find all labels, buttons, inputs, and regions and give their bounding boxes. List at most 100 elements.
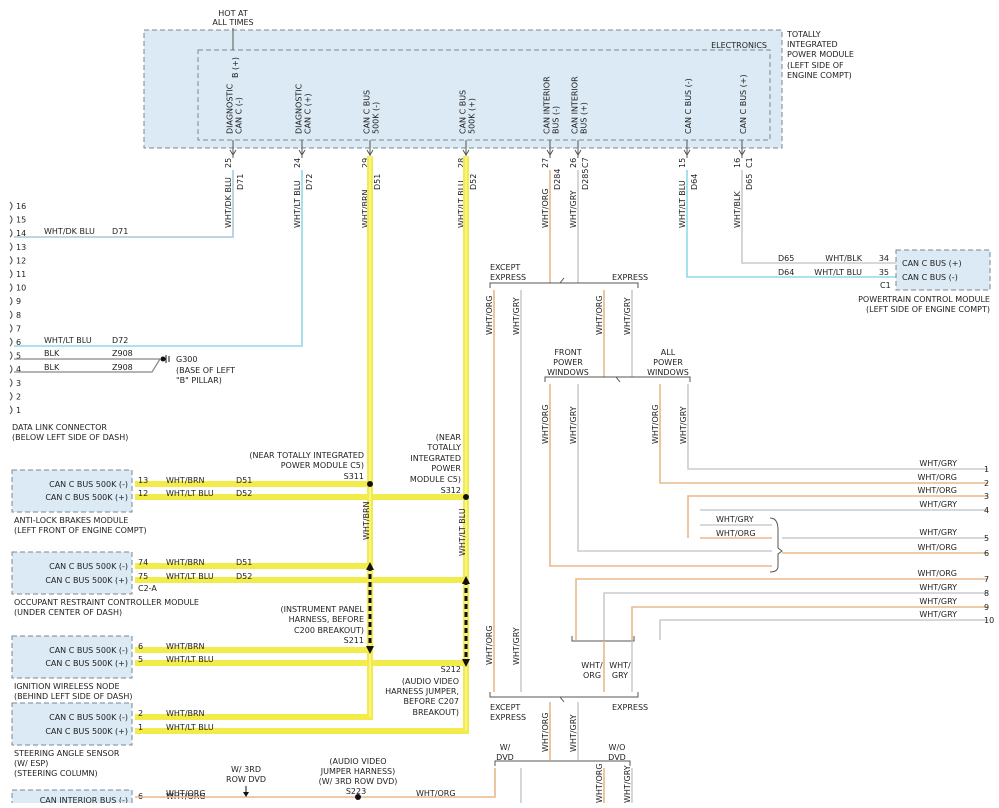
tipm-wire-color: WHT/GRY xyxy=(569,190,578,228)
top-express-1: EXPRESS xyxy=(490,273,526,282)
top-express-2: EXPRESS xyxy=(612,273,648,282)
wire-ref-7 xyxy=(575,578,988,640)
module-wire-color: WHT/BRN xyxy=(166,709,205,718)
ground-dot xyxy=(160,356,166,362)
module-wire-color: WHT/LT BLU xyxy=(166,723,214,732)
pcm-label-plus: CAN C BUS (+) xyxy=(902,259,962,268)
pcm-title-2: (LEFT SIDE OF ENGINE COMPT) xyxy=(866,305,990,314)
s212-l1: S212 xyxy=(441,665,461,674)
tipm-pin-arrow xyxy=(462,149,470,156)
wire-ref-3 xyxy=(687,495,988,538)
lbl-l2: WHT/GRY xyxy=(512,627,521,665)
dlc-pin-socket xyxy=(9,242,13,252)
electronics-box xyxy=(197,49,771,141)
s311-l2: POWER MODULE C5) xyxy=(281,461,364,470)
module-pin-number: 5 xyxy=(138,655,143,664)
mid-branch-bracket xyxy=(544,376,691,382)
tipm-pin-arrow xyxy=(546,149,554,156)
pcm-pin-35: 35 xyxy=(879,268,889,277)
s223-l2: JUMPER HARNESS) xyxy=(320,767,395,776)
bottom-branch-tick xyxy=(559,696,565,703)
tipm-wire-color: WHT/BLK xyxy=(733,191,742,228)
tipm-pin-label: CAN C (-) xyxy=(235,97,244,134)
dlc-pin-number: 10 xyxy=(16,284,26,293)
lbl-v4: WHT/GRY xyxy=(623,297,632,335)
tipm-pin-number: 24 xyxy=(293,158,302,168)
s312-l5: MODULE C5) xyxy=(410,475,461,484)
mid-windows-2: WINDOWS xyxy=(647,368,689,377)
tipm-title-1: TOTALLY xyxy=(786,30,821,39)
lbl-m4: WHT/GRY xyxy=(679,406,688,444)
tipm-wire-circuit: D72 xyxy=(305,174,314,190)
module-pin-number: 12 xyxy=(138,489,148,498)
tipm-title-2: INTEGRATED xyxy=(787,40,838,49)
short-4: GRY xyxy=(612,671,628,680)
tipm-pin-label: CAN C BUS xyxy=(363,90,372,134)
s211-l3: C200 BREAKOUT) xyxy=(294,626,364,635)
tipm-pin-label: CAN C BUS xyxy=(459,90,468,134)
ref-number: 10 xyxy=(984,616,994,625)
module-wire-color: WHT/LT BLU xyxy=(166,572,214,581)
lbl-v3: WHT/ORG xyxy=(595,295,604,335)
ref-wire-color: WHT/GRY xyxy=(919,459,957,468)
dlc-pin-socket xyxy=(9,324,13,333)
module-pin-label: CAN C BUS 500K (-) xyxy=(49,562,128,571)
pcm-color-blk: WHT/BLK xyxy=(825,254,862,263)
pcm-title-1: POWERTRAIN CONTROL MODULE xyxy=(858,295,990,304)
top-branch-tick xyxy=(559,277,565,284)
dvd-wo: W/O xyxy=(609,743,626,752)
module-wire-color: WHT/LT BLU xyxy=(166,655,214,664)
lbl-m1: WHT/ORG xyxy=(541,404,550,444)
tipm-pin-number: 26 xyxy=(569,158,578,168)
dlc-pin-number: 2 xyxy=(16,392,21,401)
module-name: OCCUPANT RESTRAINT CONTROLLER MODULE xyxy=(14,598,199,607)
dlc-pin-number: 6 xyxy=(16,338,21,347)
brace-right xyxy=(769,517,783,573)
mid-windows-1: WINDOWS xyxy=(547,368,589,377)
tipm-title-3: POWER MODULE xyxy=(787,50,854,59)
s311-l1: (NEAR TOTALLY INTEGRATED xyxy=(249,451,364,460)
wire-ref-10 xyxy=(659,619,988,640)
s223-l3: (W/ 3RD ROW DVD) xyxy=(319,777,398,786)
module-box xyxy=(11,635,133,679)
dlc-pin-socket xyxy=(9,228,13,238)
module-connector: C2-A xyxy=(138,584,157,593)
bottom-wire-color: WHT/ORG xyxy=(166,789,206,798)
s312-l6: S312 xyxy=(441,486,461,495)
tipm-pin-number: 28 xyxy=(457,158,466,168)
bottom-branch-bracket xyxy=(489,692,639,698)
dlc-gnd-4 xyxy=(14,358,161,373)
dvd3-1: W/ 3RD xyxy=(231,765,261,774)
tipm-pin-arrow xyxy=(574,149,582,156)
pcm-circ-d64: D64 xyxy=(778,268,794,277)
arrow-up-2 xyxy=(462,576,470,584)
top-except: EXCEPT xyxy=(490,263,520,272)
tipm-wire-color: WHT/DK BLU xyxy=(224,177,233,228)
s212-l2: (AUDIO VIDEO xyxy=(402,677,459,686)
s212-l3: HARNESS JUMPER, xyxy=(385,687,459,696)
tipm-connector-c1: C1 xyxy=(745,157,754,168)
dlc-pin-number: 7 xyxy=(16,324,21,333)
ref-number: 8 xyxy=(984,589,989,598)
tipm-pin-number: 15 xyxy=(678,158,687,168)
hot-label-1: HOT AT xyxy=(218,9,248,18)
wire-d64 xyxy=(686,170,896,278)
ref-wire-color: WHT/GRY xyxy=(919,610,957,619)
s312-l3: INTEGRATED xyxy=(410,454,461,463)
module-pin-label: CAN C BUS 500K (+) xyxy=(45,493,128,502)
module-wire-color: WHT/LT BLU xyxy=(166,489,214,498)
ref-number: 6 xyxy=(984,549,989,558)
module-pin-number: 6 xyxy=(138,642,143,651)
top-branch-bracket xyxy=(489,282,639,288)
dlc-pin-number: 4 xyxy=(16,365,21,374)
splice-s312-dot xyxy=(463,494,469,500)
mid-front: FRONT xyxy=(554,348,581,357)
module-pin-number: 1 xyxy=(138,723,143,732)
wire-ref-8 xyxy=(603,592,988,640)
lbl-l1: WHT/ORG xyxy=(485,625,494,665)
bot-except: EXCEPT xyxy=(490,703,520,712)
s223-l1: (AUDIO VIDEO xyxy=(329,757,386,766)
dlc-title-1: DATA LINK CONNECTOR xyxy=(12,423,107,432)
